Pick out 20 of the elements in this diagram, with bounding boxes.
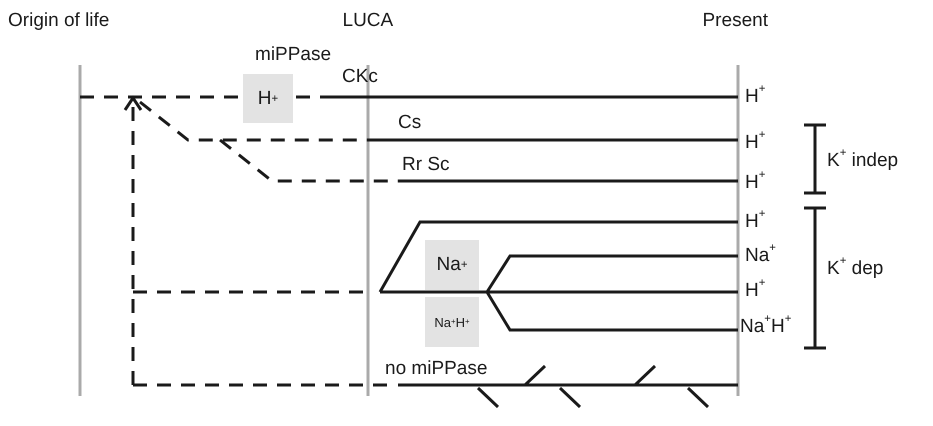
lineage-label: CKc xyxy=(342,66,378,88)
ion-label: Na$^{+}$H$^{+}$ xyxy=(740,316,792,338)
time-point-label: Origin of life xyxy=(8,10,110,32)
ion-label: H$^{+}$ xyxy=(745,172,766,194)
time-point-label: Present xyxy=(702,10,768,32)
ion-box: H$^{+}$ xyxy=(243,74,293,123)
ion-label: H$^{+}$ xyxy=(745,86,766,108)
lineage-label: no miPPase xyxy=(385,358,488,380)
lineage-label: miPPase xyxy=(255,44,332,66)
lineage-label: Rr Sc xyxy=(402,154,450,176)
ion-label: H$^{+}$ xyxy=(745,280,766,302)
ion-box: Na$^{+}$ xyxy=(425,240,479,290)
group-label: K$^{+}$ dep xyxy=(827,258,884,280)
lineage-label: Cs xyxy=(398,112,422,134)
ion-label: H$^{+}$ xyxy=(745,211,766,233)
ion-label: Na$^{+}$ xyxy=(745,245,776,267)
ion-box: Na$^{+}$H$^{+}$ xyxy=(425,297,479,347)
group-label: K$^{+}$ indep xyxy=(827,150,898,172)
time-point-label: LUCA xyxy=(342,10,394,32)
ion-label: H$^{+}$ xyxy=(745,132,766,154)
